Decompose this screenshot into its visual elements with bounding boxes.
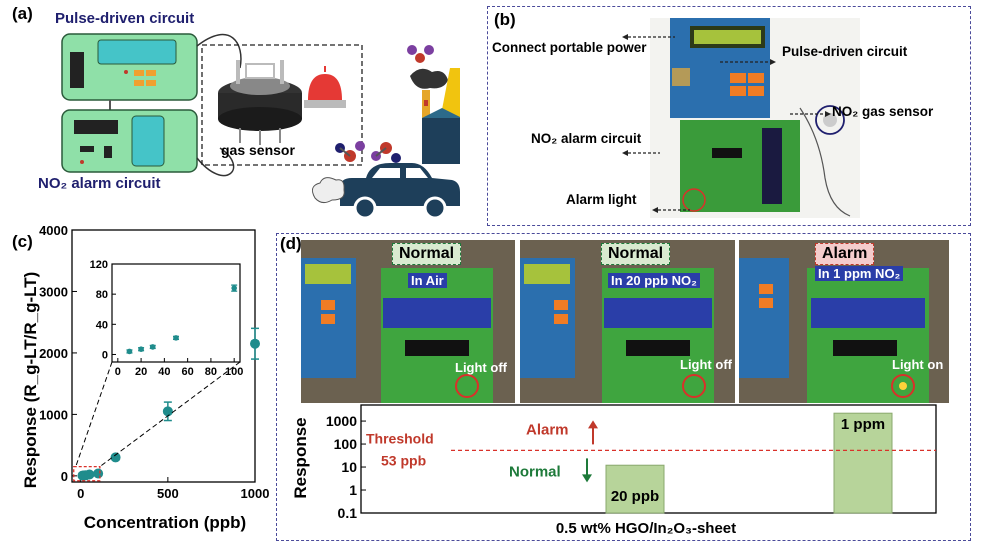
no2-sensor-label: NO₂ gas sensor xyxy=(832,104,934,119)
chart-c-xlabel: Concentration (ppb) xyxy=(84,513,246,532)
photo-1ppm-scene xyxy=(739,240,949,403)
chart-c-ytick-label: 2000 xyxy=(39,346,68,361)
connect-power-label: Connect portable power xyxy=(492,40,647,55)
chart-c-point xyxy=(110,452,121,463)
chart-c-point xyxy=(162,406,173,417)
chart-c-ytick-label: 4000 xyxy=(39,223,68,238)
alarm-circuit-label: NO₂ alarm circuit xyxy=(38,175,161,192)
panel-b-frame xyxy=(487,6,971,226)
chart-c-point xyxy=(93,468,104,479)
photo-1ppm xyxy=(739,240,949,403)
chart-c-inset-ytick-label: 0 xyxy=(102,349,108,361)
chart-c-inset-ytick-label: 40 xyxy=(96,319,108,331)
light-status-air: Light off xyxy=(455,360,507,375)
light-status-1ppm: Light on xyxy=(892,357,944,372)
panel-d-label: (d) xyxy=(280,234,302,253)
photo-air-scene xyxy=(301,240,515,403)
chart-c-inset-ytick-label: 120 xyxy=(90,259,108,271)
chart-c-inset-point xyxy=(126,348,133,355)
panel-a-label: (a) xyxy=(12,4,33,23)
chart-c-point xyxy=(250,338,260,349)
chart-d-alarm-arrowhead xyxy=(588,420,598,429)
chart-c-inset-frame xyxy=(111,263,241,363)
panel-b-photo xyxy=(650,18,860,218)
panel-d-frame xyxy=(276,233,971,541)
chart-c-inset-xtick-label: 20 xyxy=(135,366,147,378)
chart-c-zoom-guide xyxy=(75,361,113,467)
chart-c-ylabel: Response (R_g-LT/R_g-LT) xyxy=(21,272,40,489)
chart-d-threshold-value: 53 ppb xyxy=(381,452,426,468)
alarm-siren-icon xyxy=(304,66,346,108)
chart-c-inset-xtick-label: 80 xyxy=(205,366,217,378)
panel-b-label: (b) xyxy=(494,10,516,29)
chart-c-zoom-guide xyxy=(99,361,241,468)
chart-d-ytick-label: 100 xyxy=(334,436,358,452)
photo-20ppb-scene xyxy=(520,240,735,403)
gas-sensor-icon xyxy=(218,60,302,145)
chart-c-inset: 0 40 80 120 0 20 40 60 80 100 xyxy=(75,259,243,468)
gas-sensor-label: gas sensor xyxy=(221,142,295,158)
alarm-board-icon xyxy=(61,109,198,173)
chart-c-inset-point xyxy=(231,285,237,291)
chart-c-inset-point xyxy=(173,335,179,341)
pulse-circuit-label: Pulse-driven circuit xyxy=(55,10,195,27)
chart-d-bar xyxy=(605,464,665,514)
chart-d-bar-label: 1 ppm xyxy=(841,416,885,433)
pulse-board-icon xyxy=(61,33,198,101)
state-tag-air: Normal xyxy=(392,243,462,265)
alarm-light-label: Alarm light xyxy=(566,192,637,207)
panel-c-label: (c) xyxy=(12,232,33,251)
chart-d-ytick-label: 0.1 xyxy=(338,505,358,521)
condition-1ppm: In 1 ppm NO₂ xyxy=(815,266,904,281)
chart-d-bar-label: 20 ppb xyxy=(611,488,659,505)
chart-c-xtick-label: 1000 xyxy=(241,486,270,501)
photo-air xyxy=(301,240,515,403)
chart-c-inset-xtick-label: 0 xyxy=(115,366,121,378)
chart-c-ytick-label: 1000 xyxy=(39,407,68,422)
chart-c-inset-ytick-label: 80 xyxy=(96,289,108,301)
car-icon xyxy=(311,163,460,220)
chart-c-inset-xtick-label: 100 xyxy=(225,366,243,378)
chart-c-inset-xtick-label: 40 xyxy=(158,366,170,378)
state-tag-20ppb: Normal xyxy=(601,243,671,265)
chart-d-threshold-label: Threshold xyxy=(366,430,434,446)
chart-c-point xyxy=(84,469,95,480)
chart-d-ytick-label: 1000 xyxy=(326,413,357,429)
chart-d-normal-label: Normal xyxy=(509,463,561,480)
chart-d-xlabel: 0.5 wt% HGO/In₂O₃-sheet xyxy=(556,520,736,537)
chart-c-ytick-label: 0 xyxy=(61,469,68,484)
chart-c-xtick-label: 500 xyxy=(157,486,179,501)
chart-d-ylabel: Response xyxy=(291,417,310,498)
light-status-20ppb: Light off xyxy=(680,357,732,372)
chart-c-ytick-label: 3000 xyxy=(39,284,68,299)
chart-c-inset-point xyxy=(138,346,144,352)
state-tag-1ppm: Alarm xyxy=(815,243,875,265)
chart-d-ytick-label: 1 xyxy=(349,482,357,498)
chart-d-alarm-label: Alarm xyxy=(526,421,569,438)
chart-c-inset-point xyxy=(149,344,156,350)
chart-c-xtick-label: 0 xyxy=(77,486,84,501)
chart-d-ytick-label: 10 xyxy=(341,459,357,475)
pulse-circuit-b-label: Pulse-driven circuit xyxy=(782,44,908,59)
panel-b-arrows xyxy=(622,34,831,213)
factory-icon xyxy=(410,68,460,164)
chart-c-inset-xtick-label: 60 xyxy=(182,366,194,378)
no2-molecule-icon xyxy=(335,45,434,163)
condition-20ppb: In 20 ppb NO₂ xyxy=(608,273,700,288)
chart-d-bar xyxy=(833,412,893,514)
photo-20ppb xyxy=(520,240,735,403)
chart-c: 0 1000 2000 3000 4000 0 500 1000 0 40 80 120 0 20 40 6… xyxy=(21,223,269,532)
chart-d-normal-arrowhead xyxy=(582,474,592,483)
panel-a-illustration xyxy=(61,33,460,220)
condition-air: In Air xyxy=(408,273,447,288)
alarm-circuit-b-label: NO₂ alarm circuit xyxy=(531,131,642,146)
